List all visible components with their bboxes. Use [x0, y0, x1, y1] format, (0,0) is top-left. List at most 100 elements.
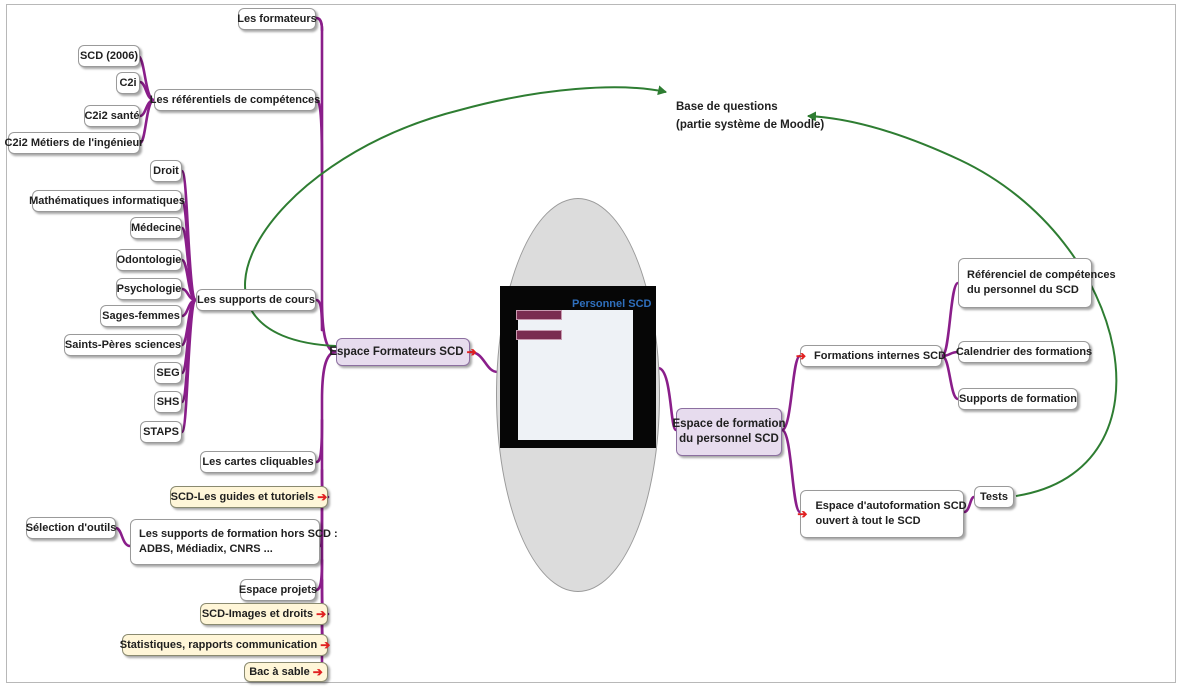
link-supports-hors	[318, 498, 324, 548]
center-image[interactable]: Personnel SCD	[500, 286, 656, 448]
link-arrow-icon[interactable]: ➔	[320, 637, 331, 652]
canvas-frame	[6, 4, 1176, 683]
node-course[interactable]: Odontologie	[116, 249, 182, 271]
node-label-line1: Espace d'autoformation SCD	[815, 500, 967, 512]
link-espace-projets	[314, 558, 324, 592]
link-arrow-icon[interactable]: ➔	[312, 664, 323, 679]
question-base-label: Base de questions (partie système de Moo…	[676, 98, 824, 134]
node-label-line1: Les supports de formation hors SCD :	[139, 528, 338, 540]
link-formations-referentiel	[940, 281, 960, 358]
main-node-label: Espace Formateurs SCD	[329, 345, 464, 358]
link-main-right-formations	[780, 354, 802, 432]
node-guides[interactable]: SCD-Les guides et tutoriels ➔	[170, 486, 328, 508]
node-course[interactable]: STAPS	[140, 421, 182, 443]
node-supports-hors[interactable]: Les supports de formation hors SCD : ADB…	[130, 519, 338, 565]
node-label: Les référentiels de compétences	[149, 93, 321, 106]
node-formateurs[interactable]: Les formateurs	[237, 8, 317, 30]
node-autoformation[interactable]: ➔ Espace d'autoformation SCD ouvert à to…	[797, 490, 967, 538]
link-auto-tests	[962, 495, 976, 514]
link-ref-c2i2m	[138, 98, 156, 145]
node-label: SEG	[156, 366, 180, 379]
link-sc-staps	[180, 298, 198, 434]
node-label: Médecine	[130, 221, 182, 234]
node-label: Sages-femmes	[102, 309, 180, 322]
link-arrow-icon[interactable]: ➔	[797, 506, 808, 521]
node-ref-child[interactable]: C2i	[116, 72, 140, 94]
node-label-line2: ADBS, Médiadix, CNRS ...	[139, 543, 273, 555]
node-label: Les formateurs	[237, 12, 317, 25]
link-main-right-autoformation	[780, 428, 802, 514]
relation-tests-questions	[807, 111, 1118, 497]
main-node-line1: Espace de formation	[672, 418, 786, 430]
node-label: C2i	[119, 76, 137, 89]
node-espace-projets[interactable]: Espace projets	[238, 579, 318, 601]
node-calendrier[interactable]: Calendrier des formations	[955, 341, 1093, 363]
node-bac-sable[interactable]: Bac à sable ➔	[244, 662, 328, 682]
node-label-line2: du personnel du SCD	[967, 284, 1079, 296]
node-tests[interactable]: Tests	[974, 486, 1014, 508]
link-arrow-icon[interactable]: ➔	[466, 344, 477, 359]
question-base-line2: (partie système de Moodle)	[676, 119, 825, 131]
main-node-espace-formateurs[interactable]: Espace Formateurs SCD ➔	[329, 338, 477, 366]
node-label: Espace projets	[238, 583, 318, 596]
node-referentiels[interactable]: Les référentiels de compétences	[150, 89, 320, 111]
node-label: STAPS	[143, 425, 179, 438]
link-arrow-icon[interactable]: ➔	[316, 606, 327, 621]
node-supports-cours[interactable]: Les supports de cours	[196, 289, 316, 311]
node-label: Tests	[980, 490, 1008, 503]
node-label-line2: ouvert à tout le SCD	[815, 515, 921, 527]
node-images-droits[interactable]: SCD-Images et droits ➔	[200, 603, 328, 625]
node-label-line1: Référenciel de compétences	[967, 269, 1116, 281]
node-course[interactable]: Mathématiques informatiques	[29, 190, 185, 212]
node-label: Calendrier des formations	[955, 345, 1093, 358]
node-label: SHS	[156, 395, 180, 408]
link-cartes	[314, 418, 324, 464]
node-label: Sélection d'outils	[25, 521, 117, 534]
node-course[interactable]: SEG	[154, 362, 182, 384]
node-label: C2i2 Métiers de l'ingénieur	[4, 136, 144, 149]
node-course[interactable]: Psychologie	[116, 278, 182, 300]
relation-formateurs-questions	[244, 85, 667, 347]
node-formations-internes[interactable]: ➔ Formations internes SCD	[796, 345, 946, 367]
node-label: Formations internes SCD	[814, 349, 947, 362]
link-selection	[114, 526, 132, 548]
node-referentiel-personnel[interactable]: Référenciel de compétences du personnel …	[958, 258, 1116, 308]
center-image-button	[516, 330, 562, 340]
node-supports-formation[interactable]: Supports de formation	[958, 388, 1078, 410]
main-node-espace-formation[interactable]: Espace de formation du personnel SCD	[672, 408, 786, 456]
node-statistiques[interactable]: Statistiques, rapports communication ➔	[119, 634, 331, 656]
node-label: Droit	[153, 164, 179, 177]
link-supports-cours	[314, 298, 324, 332]
link-arrow-icon[interactable]: ➔	[795, 348, 807, 363]
link-formateurs	[314, 16, 324, 32]
node-course[interactable]: Saints-Pères sciences	[64, 334, 182, 356]
node-label: Mathématiques informatiques	[29, 194, 185, 207]
center-image-title: Personnel SCD	[572, 298, 652, 310]
node-label: Les cartes cliquables	[202, 455, 314, 468]
node-course[interactable]: SHS	[154, 391, 182, 413]
link-center-main-right	[656, 366, 678, 432]
node-course[interactable]: Sages-femmes	[100, 305, 182, 327]
node-label: C2i2 santé	[84, 109, 140, 122]
node-ref-child[interactable]: SCD (2006)	[78, 45, 140, 67]
node-ref-child[interactable]: C2i2 santé	[84, 105, 140, 127]
node-ref-child[interactable]: C2i2 Métiers de l'ingénieur	[5, 132, 143, 154]
question-base-line1: Base de questions	[676, 101, 778, 113]
link-arrow-icon[interactable]: ➔	[317, 489, 328, 504]
center-image-button	[516, 310, 562, 320]
main-node-line2: du personnel SCD	[679, 433, 779, 445]
link-formations-supports	[940, 354, 960, 401]
node-label: Psychologie	[116, 282, 182, 295]
node-label: Bac à sable	[249, 665, 310, 678]
node-label: Statistiques, rapports communication	[119, 638, 318, 651]
node-label: SCD (2006)	[79, 49, 139, 62]
node-course[interactable]: Médecine	[130, 217, 182, 239]
node-course[interactable]: Droit	[150, 160, 182, 182]
node-label: Saints-Pères sciences	[64, 338, 182, 351]
link-trunk-lower	[314, 350, 338, 677]
node-selection-outils[interactable]: Sélection d'outils	[26, 517, 116, 539]
node-label: Odontologie	[116, 253, 182, 266]
node-cartes[interactable]: Les cartes cliquables	[200, 451, 316, 473]
link-referentiels	[314, 98, 324, 172]
